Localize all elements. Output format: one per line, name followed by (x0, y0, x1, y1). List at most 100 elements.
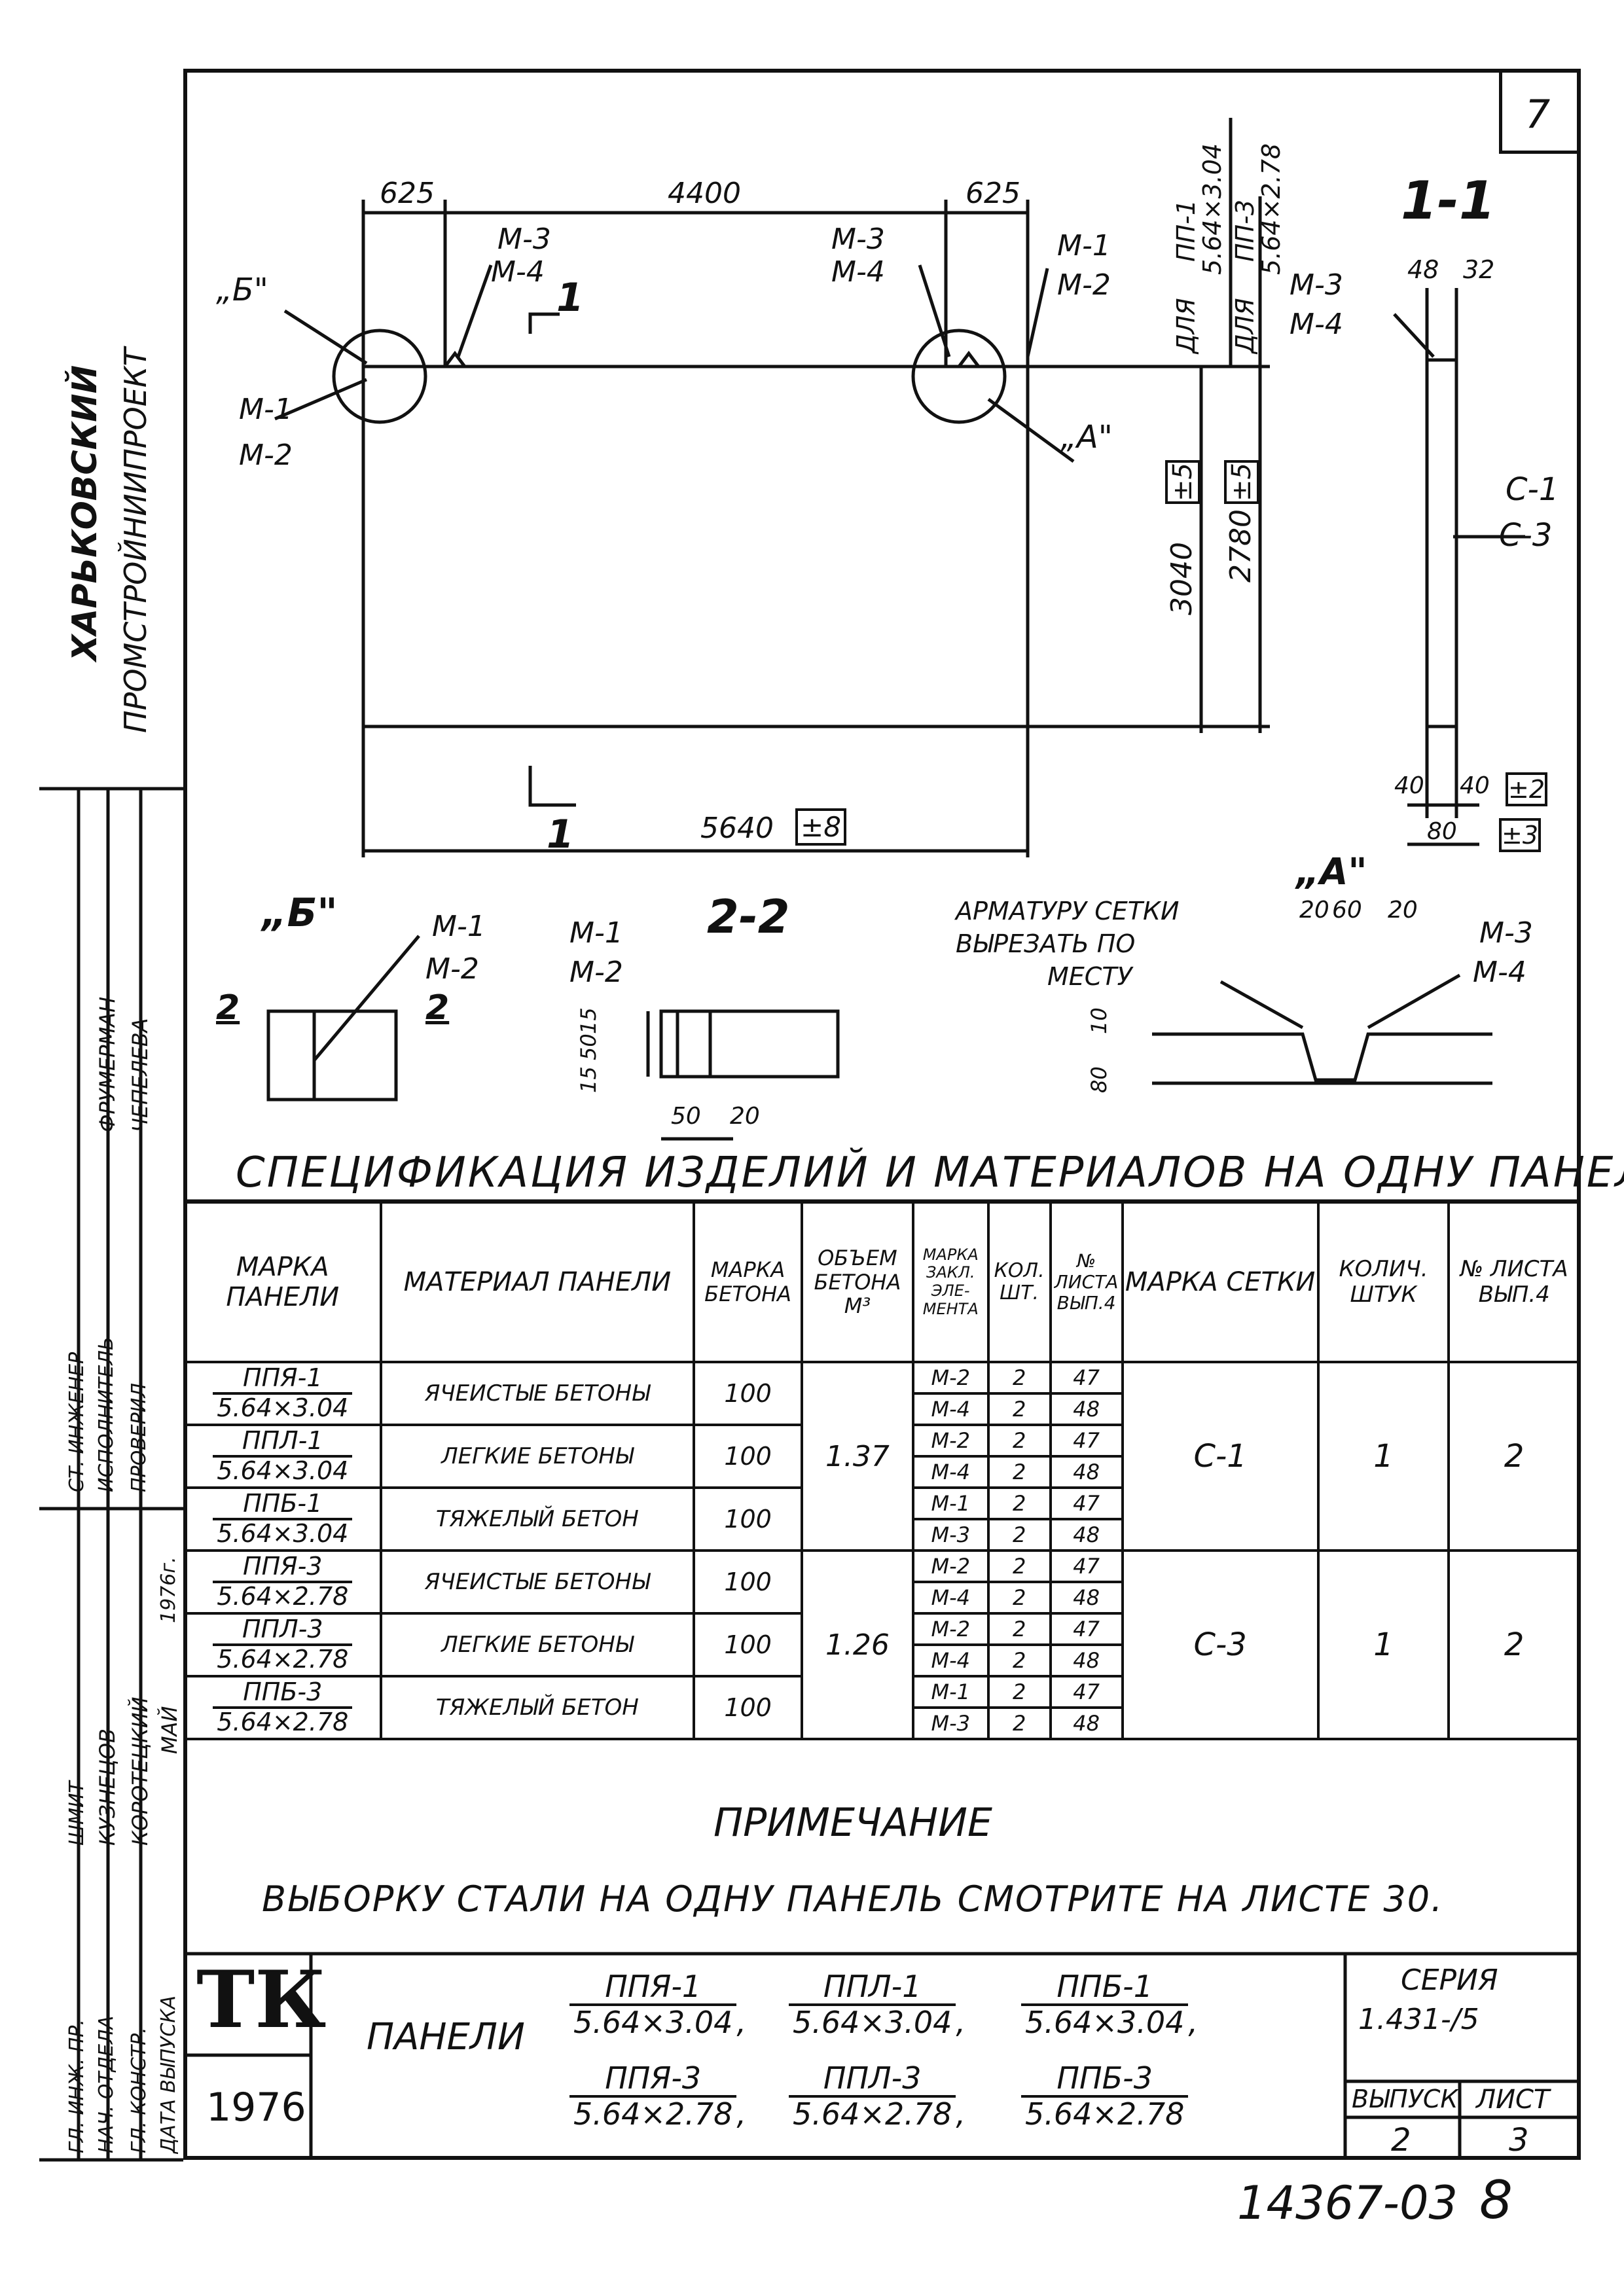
embed-sheet: 48 (1049, 1706, 1124, 1740)
panel-size: 5.64×3.04 (217, 1518, 349, 1548)
sheet-frame (183, 69, 1581, 2160)
for-label-2: ДЛЯ (1231, 298, 1259, 353)
embed-qty: 2 (986, 1675, 1052, 1709)
embed-mark: М-3 (911, 1706, 990, 1740)
detail-b-m1: М-1 (432, 910, 486, 943)
embed-qty: 2 (986, 1392, 1052, 1426)
dim-height-1: 3040 (1165, 542, 1199, 615)
detail-a-dim-10: 10 (1087, 1007, 1111, 1034)
stamp-sheet: 3 (1509, 2122, 1529, 2159)
detail-a-dim-60: 60 (1332, 897, 1362, 924)
embed-mark: М-2 (911, 1549, 990, 1583)
mesh-mark: С-1 (1121, 1361, 1320, 1552)
detail-b-m2: М-2 (425, 952, 479, 986)
panel-mark: ППЛ-1 (213, 1427, 353, 1458)
header-concrete: МАРКА БЕТОНА (693, 1201, 804, 1363)
detail-a-m3: М-3 (1479, 916, 1533, 950)
mark-m2-left: М-2 (239, 439, 293, 472)
panel-material: ТЯЖЕЛЫЙ БЕТОН (379, 1675, 696, 1740)
panel-pp3: ПП-3 (1231, 199, 1259, 262)
section-1-1-m3: М-3 (1290, 268, 1343, 302)
detail-a-dim-80: 80 (1087, 1066, 1111, 1093)
panel-size: 5.64×2.78 (217, 1581, 349, 1611)
stamp-issue-label: ВЫПУСК (1352, 2085, 1458, 2113)
archive-number: 14367-03 (1237, 2176, 1458, 2230)
detail-a-dim-20b: 20 (1388, 897, 1418, 924)
section-2-2-dim-50a: 50 (576, 1033, 601, 1060)
detail-a-note-1: АРМАТУРУ СЕТКИ (956, 897, 1180, 925)
callout-a: „А" (1060, 419, 1113, 456)
section-1-1-dim-40b: 40 (1460, 772, 1490, 799)
embed-qty: 2 (986, 1361, 1052, 1395)
stamp-series-label: СЕРИЯ (1401, 1964, 1498, 1997)
dim-height-1-tol: ±5 (1165, 460, 1200, 504)
panel-mark: ППЯ-3 (213, 1552, 353, 1583)
concrete-grade: 100 (693, 1675, 804, 1740)
detail-a-note-3: МЕСТУ (1047, 962, 1132, 991)
embed-qty: 2 (986, 1549, 1052, 1583)
concrete-grade: 100 (693, 1612, 804, 1677)
detail-b-sec-left: 2 (216, 988, 240, 1028)
embed-sheet: 48 (1049, 1643, 1124, 1677)
stamp-p6: ППБ-3 (1021, 2062, 1189, 2098)
embed-sheet: 48 (1049, 1455, 1124, 1489)
section-1-1-dim-80: 80 (1427, 818, 1457, 845)
section-1-1-tol-2: ±2 (1506, 772, 1548, 806)
panel-size: 5.64×2.78 (217, 1644, 349, 1674)
header-volume: ОБЪЕМ БЕТОНА М³ (801, 1201, 914, 1363)
header-mesh-qty: КОЛИЧ. ШТУК (1316, 1201, 1451, 1363)
detail-b-sec-right: 2 (425, 988, 450, 1028)
embed-qty: 2 (986, 1518, 1052, 1552)
dim-height-2: 2780 (1224, 509, 1257, 583)
embed-qty: 2 (986, 1612, 1052, 1646)
panel-material: ТЯЖЕЛЫЙ БЕТОН (379, 1486, 696, 1552)
concrete-volume: 1.37 (801, 1361, 914, 1552)
header-sheet: № ЛИСТА ВЫП.4 (1049, 1201, 1124, 1363)
header-panel: МАРКА ПАНЕЛИ (183, 1201, 382, 1363)
detail-a-dim-20a: 20 (1299, 897, 1329, 924)
mesh-sheet: 2 (1447, 1549, 1581, 1740)
section-1-1-tol-3: ±3 (1499, 818, 1542, 852)
spec-title: СПЕЦИФИКАЦИЯ ИЗДЕЛИЙ И МАТЕРИАЛОВ НА ОДН… (236, 1149, 1624, 1197)
stamp-sheet-label: ЛИСТ (1476, 2085, 1550, 2115)
mark-m4-left: М-4 (491, 255, 545, 289)
mark-m3-right: М-3 (831, 223, 885, 256)
stamp-logo: ТК (196, 1954, 327, 2046)
dim-left: 625 (380, 177, 435, 210)
embed-sheet: 47 (1049, 1612, 1124, 1646)
panel-material: ЛЕГКИЕ БЕТОНЫ (379, 1612, 696, 1677)
panel-size: 5.64×2.78 (217, 1707, 349, 1736)
concrete-grade: 100 (693, 1424, 804, 1489)
dim-bottom-tol: ±8 (795, 808, 846, 846)
section-2-2-m2: М-2 (569, 956, 623, 989)
mesh-sheet: 2 (1447, 1361, 1581, 1552)
embed-mark: М-1 (911, 1675, 990, 1709)
panel-mark: ППБ-1 (213, 1490, 353, 1520)
embed-sheet: 47 (1049, 1549, 1124, 1583)
callout-b: „Б" (216, 272, 268, 308)
note-text: ВЫБОРКУ СТАЛИ НА ОДНУ ПАНЕЛЬ СМОТРИТЕ НА… (262, 1878, 1444, 1920)
mark-m2-top-right: М-2 (1057, 268, 1111, 302)
stamp-label: ПАНЕЛИ (367, 2016, 525, 2058)
detail-b-title: „Б" (262, 890, 338, 936)
note-title: ПРИМЕЧАНИЕ (713, 1800, 992, 1846)
panel-mark: ППЛ-3 (213, 1615, 353, 1646)
embed-mark: М-2 (911, 1361, 990, 1395)
panel-mark: ППБ-3 (213, 1678, 353, 1709)
embed-mark: М-4 (911, 1643, 990, 1677)
embed-sheet: 48 (1049, 1518, 1124, 1552)
panel-material: ЯЧЕИСТЫЕ БЕТОНЫ (379, 1361, 696, 1426)
dim-bottom: 5640 (700, 812, 774, 845)
section-mark-top: 1 (556, 275, 584, 321)
concrete-grade: 100 (693, 1549, 804, 1615)
